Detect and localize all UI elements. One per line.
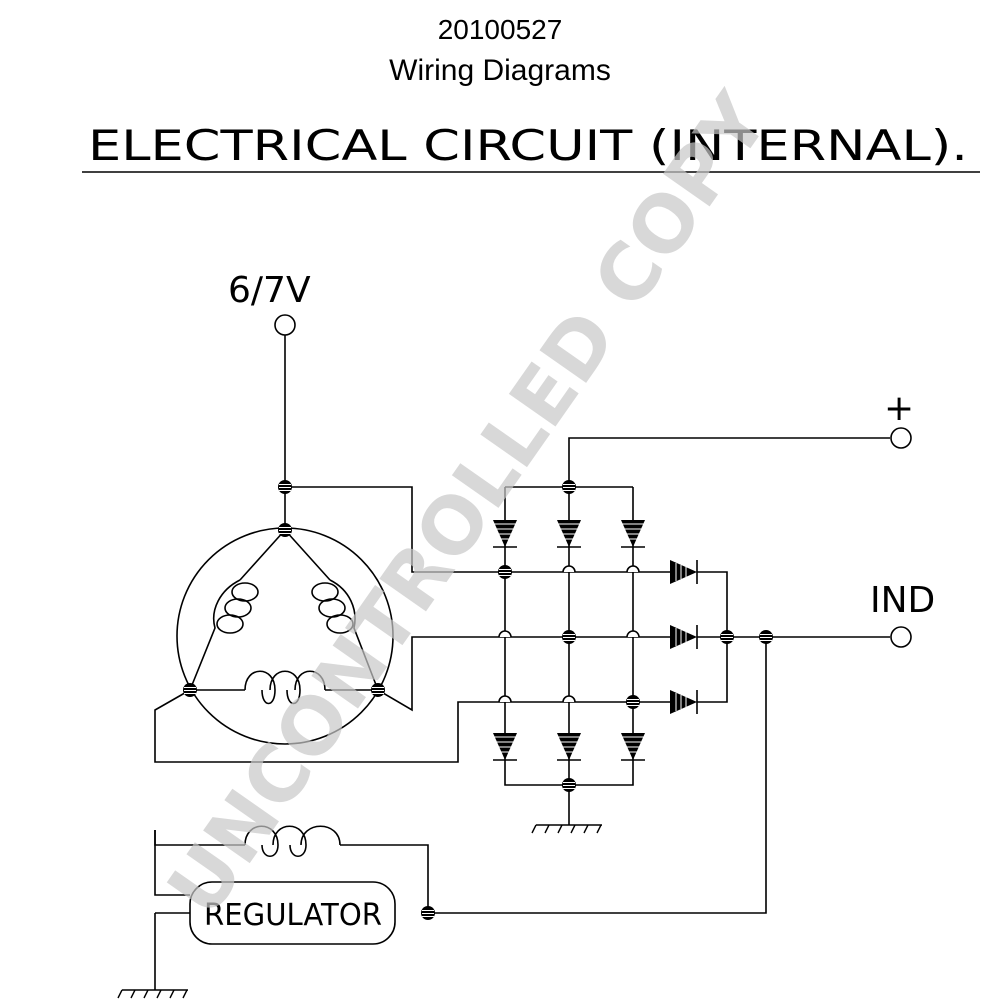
ground-bridge (531, 785, 603, 834)
diode-neg-2 (556, 732, 582, 761)
diode-neg-1 (492, 732, 518, 761)
regulator-label: REGULATOR (204, 898, 382, 933)
diode-trio-3 (669, 689, 698, 715)
terminal-plus-label: + (884, 388, 914, 429)
stator (176, 527, 394, 745)
terminal-ind (890, 626, 912, 648)
crossovers (498, 565, 640, 703)
document-title: Wiring Diagrams (389, 54, 611, 87)
ground-regulator (117, 989, 189, 999)
document-id: 20100527 (437, 14, 563, 45)
diode-plus-2 (556, 519, 582, 548)
field-coil (244, 825, 341, 858)
diode-trio-1 (669, 559, 698, 585)
coil-bottom (244, 670, 326, 705)
coil-right (311, 582, 354, 634)
terminal-plus (890, 427, 912, 449)
diagram-heading: ELECTRICAL CIRCUIT (INTERNAL). (88, 121, 968, 170)
regulator-box (189, 881, 396, 945)
terminal-ind-label: IND (870, 580, 935, 621)
terminal-67v (274, 314, 296, 336)
terminal-67v-label: 6/7V (228, 270, 311, 311)
diode-neg-3 (620, 732, 646, 761)
diode-plus-3 (620, 519, 646, 548)
watermark: UNCONTROLLED COPY (151, 77, 787, 932)
coil-left (216, 582, 259, 634)
diode-trio-2 (669, 624, 698, 650)
